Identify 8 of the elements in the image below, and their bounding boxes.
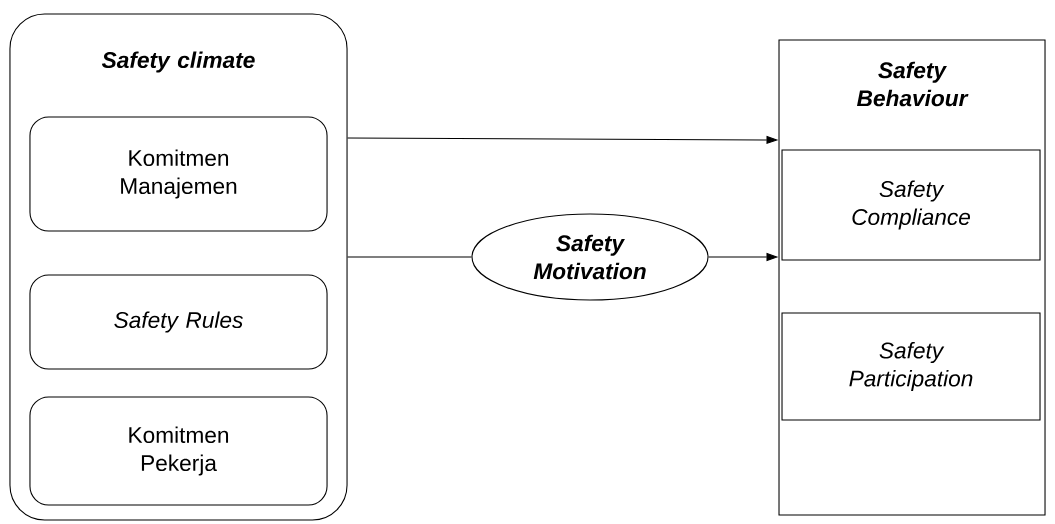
heading-text: Safety climate — [101, 51, 255, 73]
ellipse-node: Safety Motivation — [471, 213, 709, 301]
rounded-box: Komitmen Manajemen — [29, 116, 328, 232]
heading-text: Safety Behaviour — [857, 61, 969, 107]
process-box: Safety Participation — [781, 312, 1041, 421]
rounded-box: Safety Rules — [29, 274, 328, 370]
rounded-box: Komitmen Pekerja — [29, 396, 328, 506]
process-box: Safety Compliance — [781, 149, 1041, 261]
